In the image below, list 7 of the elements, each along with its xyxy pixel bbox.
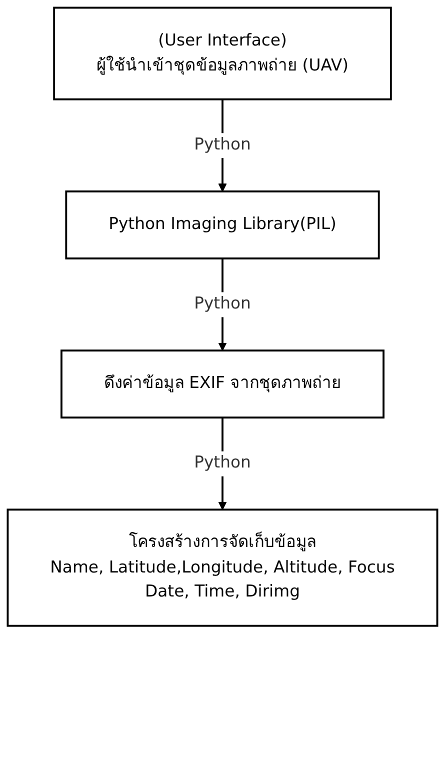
edge-label: Python bbox=[194, 133, 251, 158]
process-box: โครงสร้างการจัดเก็บข้อมูล Name, Latitude,Longitude, Altitude, Focus Date, Time, Dirimg bbox=[6, 508, 438, 627]
process-box: (User Interface) ผู้ใช้นำเข้าชุดข้อมูลภาพถ่าย (UAV) bbox=[53, 6, 392, 100]
edge-label: Python bbox=[194, 292, 251, 317]
process-box: ดึงค่าข้อมูล EXIF จากชุดภาพถ่าย bbox=[60, 350, 384, 418]
edge-label: Python bbox=[194, 451, 251, 476]
process-box: Python Imaging Library(PIL) bbox=[65, 190, 380, 260]
